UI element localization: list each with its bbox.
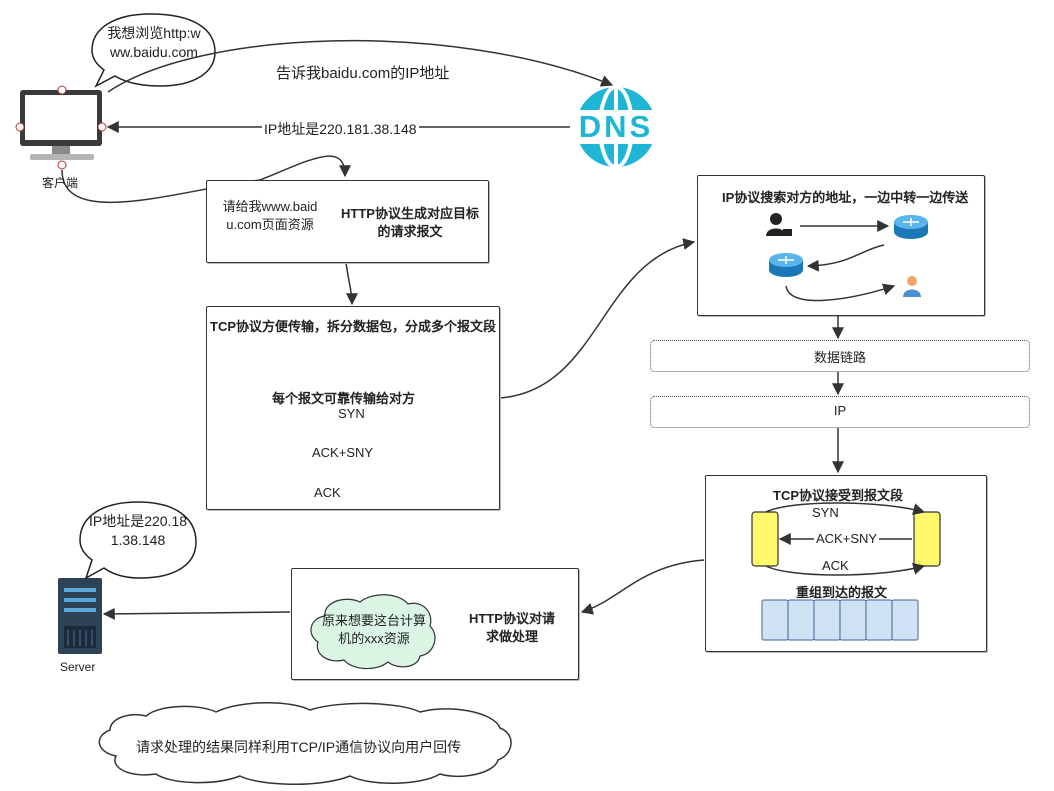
reassemble-label: 重组到达的报文	[796, 585, 888, 600]
dns-response-label: IP地址是220.181.38.148	[262, 119, 419, 139]
dns-request-arrow	[107, 39, 614, 93]
packet	[761, 599, 789, 641]
ip-layer-label: IP	[833, 403, 847, 418]
dns-globe-icon	[572, 85, 660, 169]
server-label: Server	[60, 660, 96, 674]
tcp-to-ip-arrow	[499, 238, 696, 399]
ip-route-title: IP协议搜索对方的地址，一边中转一边传送	[722, 190, 969, 205]
footer-cloud	[98, 702, 512, 785]
user-icon	[903, 276, 921, 297]
packet	[839, 599, 867, 641]
ack-sny-label: ACK+SNY	[310, 445, 376, 460]
syn-arrow	[765, 502, 926, 515]
packet	[891, 599, 919, 641]
server-speech-bubble	[79, 501, 197, 580]
router-icon	[894, 215, 928, 239]
http-process-title: HTTP协议对请求做处理	[469, 611, 555, 644]
tcp-to-http-arrow	[580, 559, 705, 615]
route-arrow	[785, 283, 896, 302]
sender-host	[751, 511, 779, 567]
client-bubble-text: 我想浏览http:www.baidu.com	[107, 25, 201, 60]
http-request-cloud-text: 请给我www.baidu.com页面资源	[222, 199, 318, 232]
ack-label: ACK	[314, 485, 341, 500]
http-process-cloud	[310, 594, 436, 670]
router-icon	[769, 253, 803, 277]
syn-label: SYN	[338, 406, 365, 421]
http-generate-box	[206, 180, 489, 263]
http-process-cloud-text: 原来想要这台计算机的xxx资源	[322, 613, 427, 646]
user-icon	[766, 213, 792, 236]
syn-label: SYN	[812, 505, 839, 520]
footer-text: 请求处理的结果同样利用TCP/IP通信协议向用户回传	[136, 739, 462, 755]
data-link-label: 数据链路	[813, 350, 866, 365]
tcp-recv-packets	[761, 599, 919, 641]
route-arrow	[806, 244, 885, 272]
tcp-recv-title: TCP协议接受到报文段	[773, 488, 904, 503]
packet	[865, 599, 893, 641]
ack-label: ACK	[822, 558, 849, 573]
dns-icon-text: DNS	[578, 109, 654, 144]
ack-sny-label: ACK+SNY	[814, 531, 880, 546]
client-speech-bubble	[91, 13, 216, 88]
ip-layer-box	[650, 396, 1030, 428]
tcp-send-title: TCP协议方便传输，拆分数据包，分成多个报文段	[210, 319, 497, 334]
computer-icon	[15, 85, 107, 170]
packet	[787, 599, 815, 641]
server-icon	[58, 578, 102, 654]
receiver-host	[913, 511, 941, 567]
data-link-box	[650, 340, 1030, 372]
http-to-server-arrow	[102, 607, 291, 620]
http-generate-title: HTTP协议生成对应目标的请求报文	[341, 206, 479, 239]
packet	[813, 599, 841, 641]
dns-request-label: 告诉我baidu.com的IP地址	[276, 65, 450, 82]
server-bubble-text: IP地址是220.181.38.148	[88, 513, 188, 548]
http-to-tcp-arrow	[345, 261, 358, 306]
tcp-send-subtitle: 每个报文可靠传输给对方	[272, 391, 416, 406]
client-label: 客户端	[42, 176, 79, 190]
ack-arrow	[765, 563, 926, 576]
